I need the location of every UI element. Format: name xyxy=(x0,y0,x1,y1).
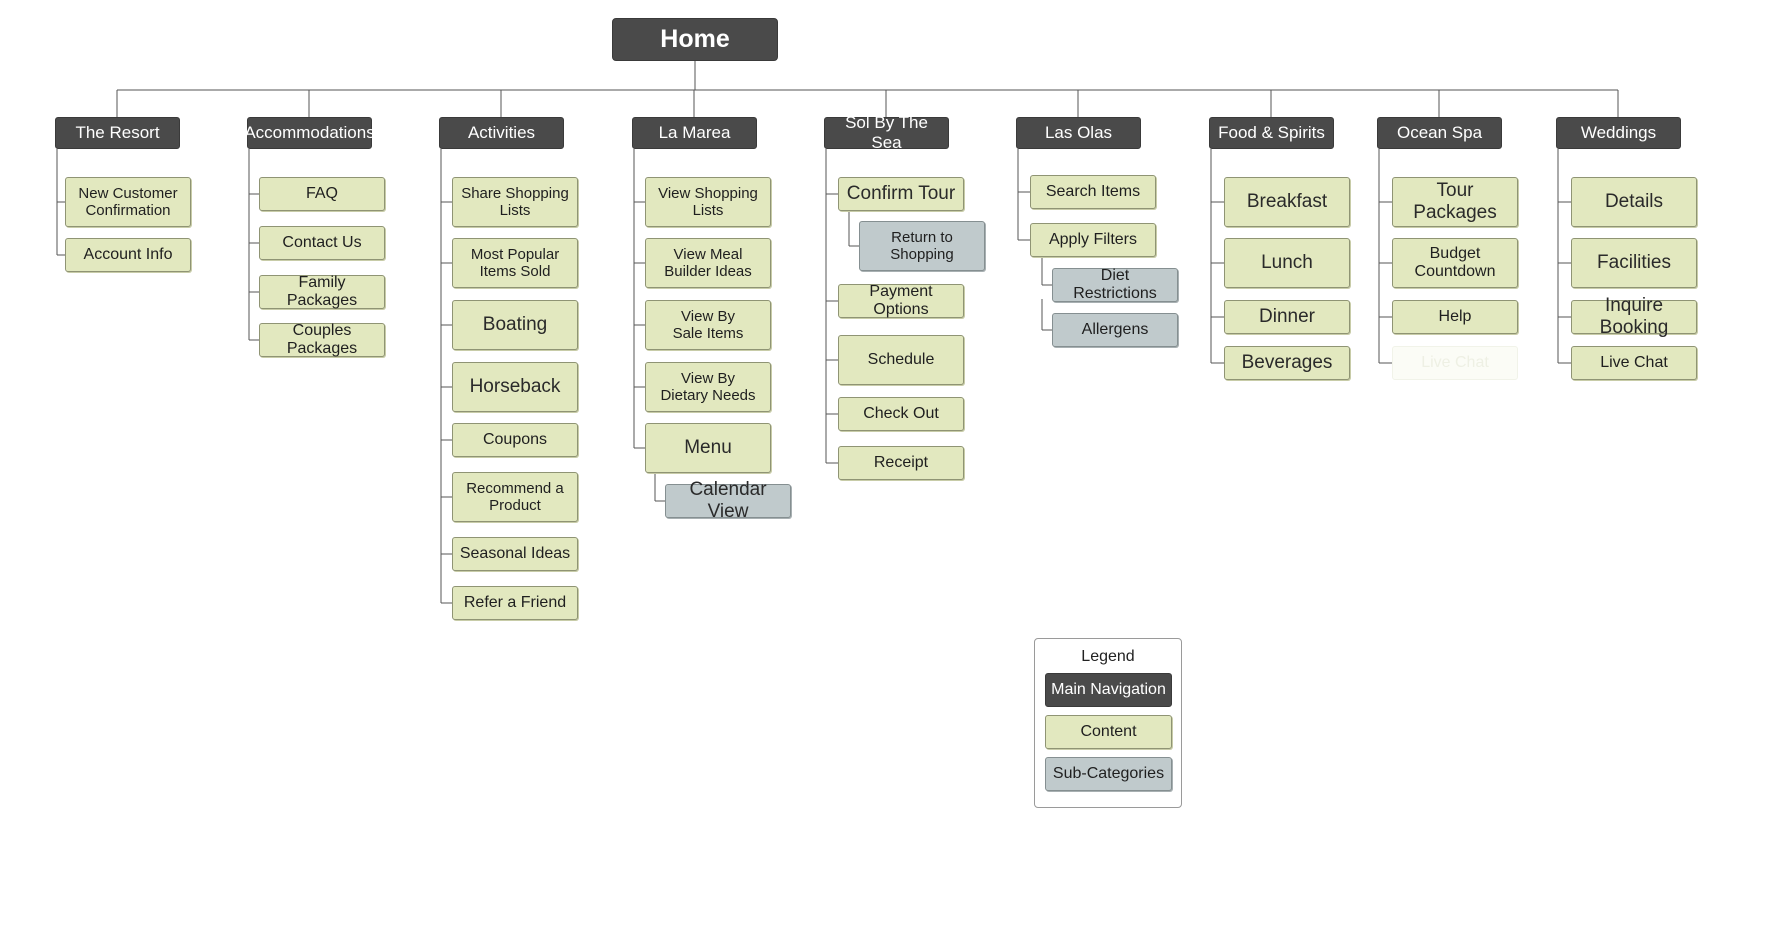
legend: Legend Main Navigation Content Sub-Categ… xyxy=(1034,638,1182,808)
content-node: Receipt xyxy=(838,446,964,480)
legend-sub-categories: Sub-Categories xyxy=(1045,757,1172,791)
content-node: Help xyxy=(1392,300,1518,334)
content-node: Apply Filters xyxy=(1030,223,1156,257)
content-node: Tour Packages xyxy=(1392,177,1518,227)
subcategory-node: Diet Restrictions xyxy=(1052,267,1178,302)
content-node: Boating xyxy=(452,300,578,350)
content-node: Most Popular Items Sold xyxy=(452,238,578,288)
content-node: Budget Countdown xyxy=(1392,238,1518,288)
section-header: Ocean Spa xyxy=(1377,117,1502,149)
content-node: Details xyxy=(1571,177,1697,227)
content-node: Menu xyxy=(645,423,771,473)
content-node: Beverages xyxy=(1224,346,1350,380)
content-node: Lunch xyxy=(1224,238,1350,288)
section-header: Activities xyxy=(439,117,564,149)
content-node: Coupons xyxy=(452,423,578,457)
section-header: Las Olas xyxy=(1016,117,1141,149)
section-header: Sol By The Sea xyxy=(824,113,949,152)
section-header: Food & Spirits xyxy=(1209,117,1334,149)
content-node: Couples Packages xyxy=(259,322,385,357)
content-node: Dinner xyxy=(1224,300,1350,334)
home-node: Home xyxy=(612,18,778,61)
subcategory-node: Allergens xyxy=(1052,313,1178,347)
subcategory-node: Calendar View xyxy=(665,479,791,522)
content-node: Facilities xyxy=(1571,238,1697,288)
subcategory-node: Return to Shopping xyxy=(859,221,985,271)
legend-main-navigation: Main Navigation xyxy=(1045,673,1172,707)
content-node: Check Out xyxy=(838,397,964,431)
content-node: Recommend a Product xyxy=(452,472,578,522)
content-node: Family Packages xyxy=(259,274,385,309)
section-header: Weddings xyxy=(1556,117,1681,149)
content-node: Search Items xyxy=(1030,175,1156,209)
legend-title: Legend xyxy=(1081,648,1135,665)
content-node: Confirm Tour xyxy=(838,177,964,211)
content-node: Inquire Booking xyxy=(1571,295,1697,338)
content-node: View Shopping Lists xyxy=(645,177,771,227)
section-header: La Marea xyxy=(632,117,757,149)
content-node: Payment Options xyxy=(838,283,964,318)
content-node: Live Chat xyxy=(1571,346,1697,380)
content-node: Share Shopping Lists xyxy=(452,177,578,227)
content-node: Horseback xyxy=(452,362,578,412)
content-node: Schedule xyxy=(838,335,964,385)
content-node: New Customer Confirmation xyxy=(65,177,191,227)
content-node: Refer a Friend xyxy=(452,586,578,620)
legend-content: Content xyxy=(1045,715,1172,749)
content-node: Account Info xyxy=(65,238,191,272)
content-node: Live Chat xyxy=(1392,346,1518,380)
content-node: View By Dietary Needs xyxy=(645,362,771,412)
section-header: Accommodations xyxy=(244,117,375,149)
section-header: The Resort xyxy=(55,117,180,149)
content-node: FAQ xyxy=(259,177,385,211)
content-node: Contact Us xyxy=(259,226,385,260)
content-node: View Meal Builder Ideas xyxy=(645,238,771,288)
content-node: View By Sale Items xyxy=(645,300,771,350)
content-node: Seasonal Ideas xyxy=(452,537,578,571)
content-node: Breakfast xyxy=(1224,177,1350,227)
